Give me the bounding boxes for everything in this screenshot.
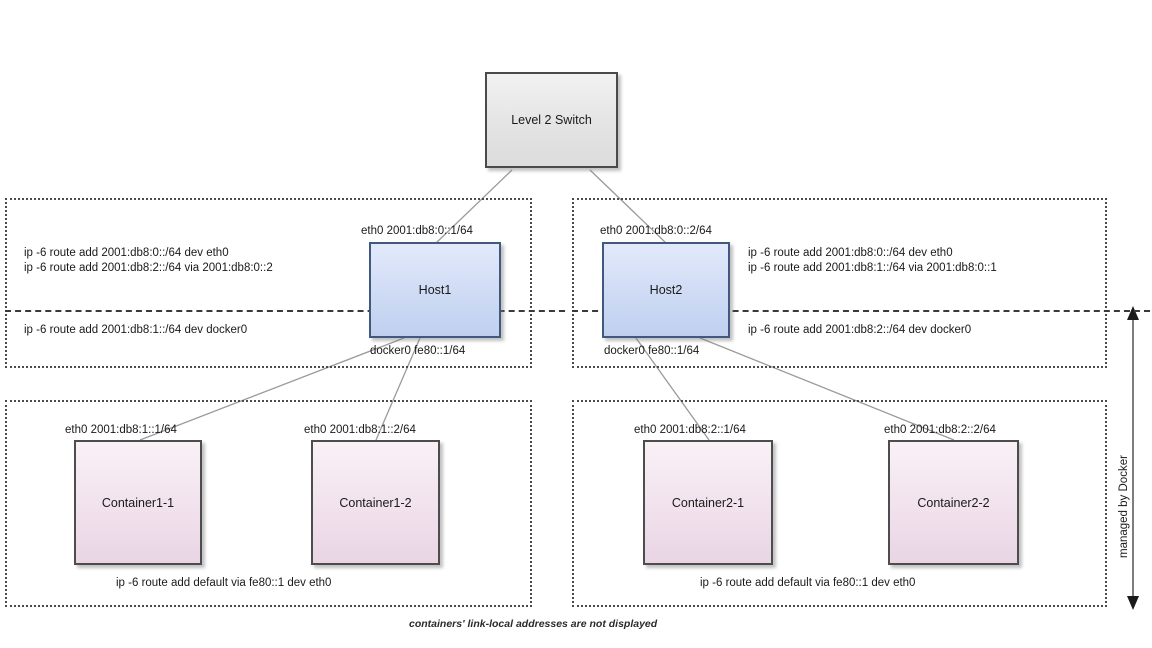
- host2-label: Host2: [649, 283, 683, 297]
- container1-2-label: Container1-2: [339, 495, 412, 510]
- container-group-2-default-route: ip -6 route add default via fe80::1 dev …: [700, 577, 916, 589]
- container2-2-eth0-label: eth0 2001:db8:2::2/64: [884, 424, 996, 436]
- docker-scope-label: managed by Docker: [1118, 455, 1130, 558]
- host2-route-docker0: ip -6 route add 2001:db8:2::/64 dev dock…: [748, 324, 972, 336]
- host1-eth0-label: eth0 2001:db8:0::1/64: [361, 225, 473, 237]
- container-group-1-default-route: ip -6 route add default via fe80::1 dev …: [116, 577, 332, 589]
- node-container1-2[interactable]: Container1-2: [311, 440, 440, 565]
- diagram-caption: containers' link-local addresses are not…: [409, 618, 658, 630]
- container-group-1-box: [5, 400, 532, 607]
- host2-route-remote: ip -6 route add 2001:db8:1::/64 via 2001…: [748, 262, 997, 274]
- container1-1-eth0-label: eth0 2001:db8:1::1/64: [65, 424, 177, 436]
- container2-2-label: Container2-2: [917, 495, 990, 510]
- node-container2-1[interactable]: Container2-1: [643, 440, 773, 565]
- host1-group-box: [5, 198, 532, 368]
- container2-1-label: Container2-1: [671, 495, 745, 510]
- host2-route-eth0: ip -6 route add 2001:db8:0::/64 dev eth0: [748, 247, 953, 259]
- node-level2-switch[interactable]: Level 2 Switch: [485, 72, 618, 168]
- host1-docker0-label: docker0 fe80::1/64: [370, 345, 466, 357]
- host2-docker0-label: docker0 fe80::1/64: [604, 345, 700, 357]
- switch-label: Level 2 Switch: [511, 113, 592, 127]
- host2-eth0-label: eth0 2001:db8:0::2/64: [600, 225, 712, 237]
- host1-namespace-divider: [5, 310, 565, 312]
- host2-namespace-divider: [572, 310, 1150, 312]
- host2-group-box: [572, 198, 1107, 368]
- container2-1-eth0-label: eth0 2001:db8:2::1/64: [634, 424, 746, 436]
- host1-route-eth0: ip -6 route add 2001:db8:0::/64 dev eth0: [24, 247, 229, 259]
- container1-1-label: Container1-1: [101, 495, 175, 510]
- node-host1[interactable]: Host1: [369, 242, 501, 338]
- container-group-2-box: [572, 400, 1107, 607]
- host1-route-docker0: ip -6 route add 2001:db8:1::/64 dev dock…: [24, 324, 248, 336]
- node-container1-1[interactable]: Container1-1: [74, 440, 202, 565]
- node-container2-2[interactable]: Container2-2: [888, 440, 1019, 565]
- node-host2[interactable]: Host2: [602, 242, 730, 338]
- container1-2-eth0-label: eth0 2001:db8:1::2/64: [304, 424, 416, 436]
- host1-label: Host1: [418, 283, 452, 297]
- host1-route-remote: ip -6 route add 2001:db8:2::/64 via 2001…: [24, 262, 273, 274]
